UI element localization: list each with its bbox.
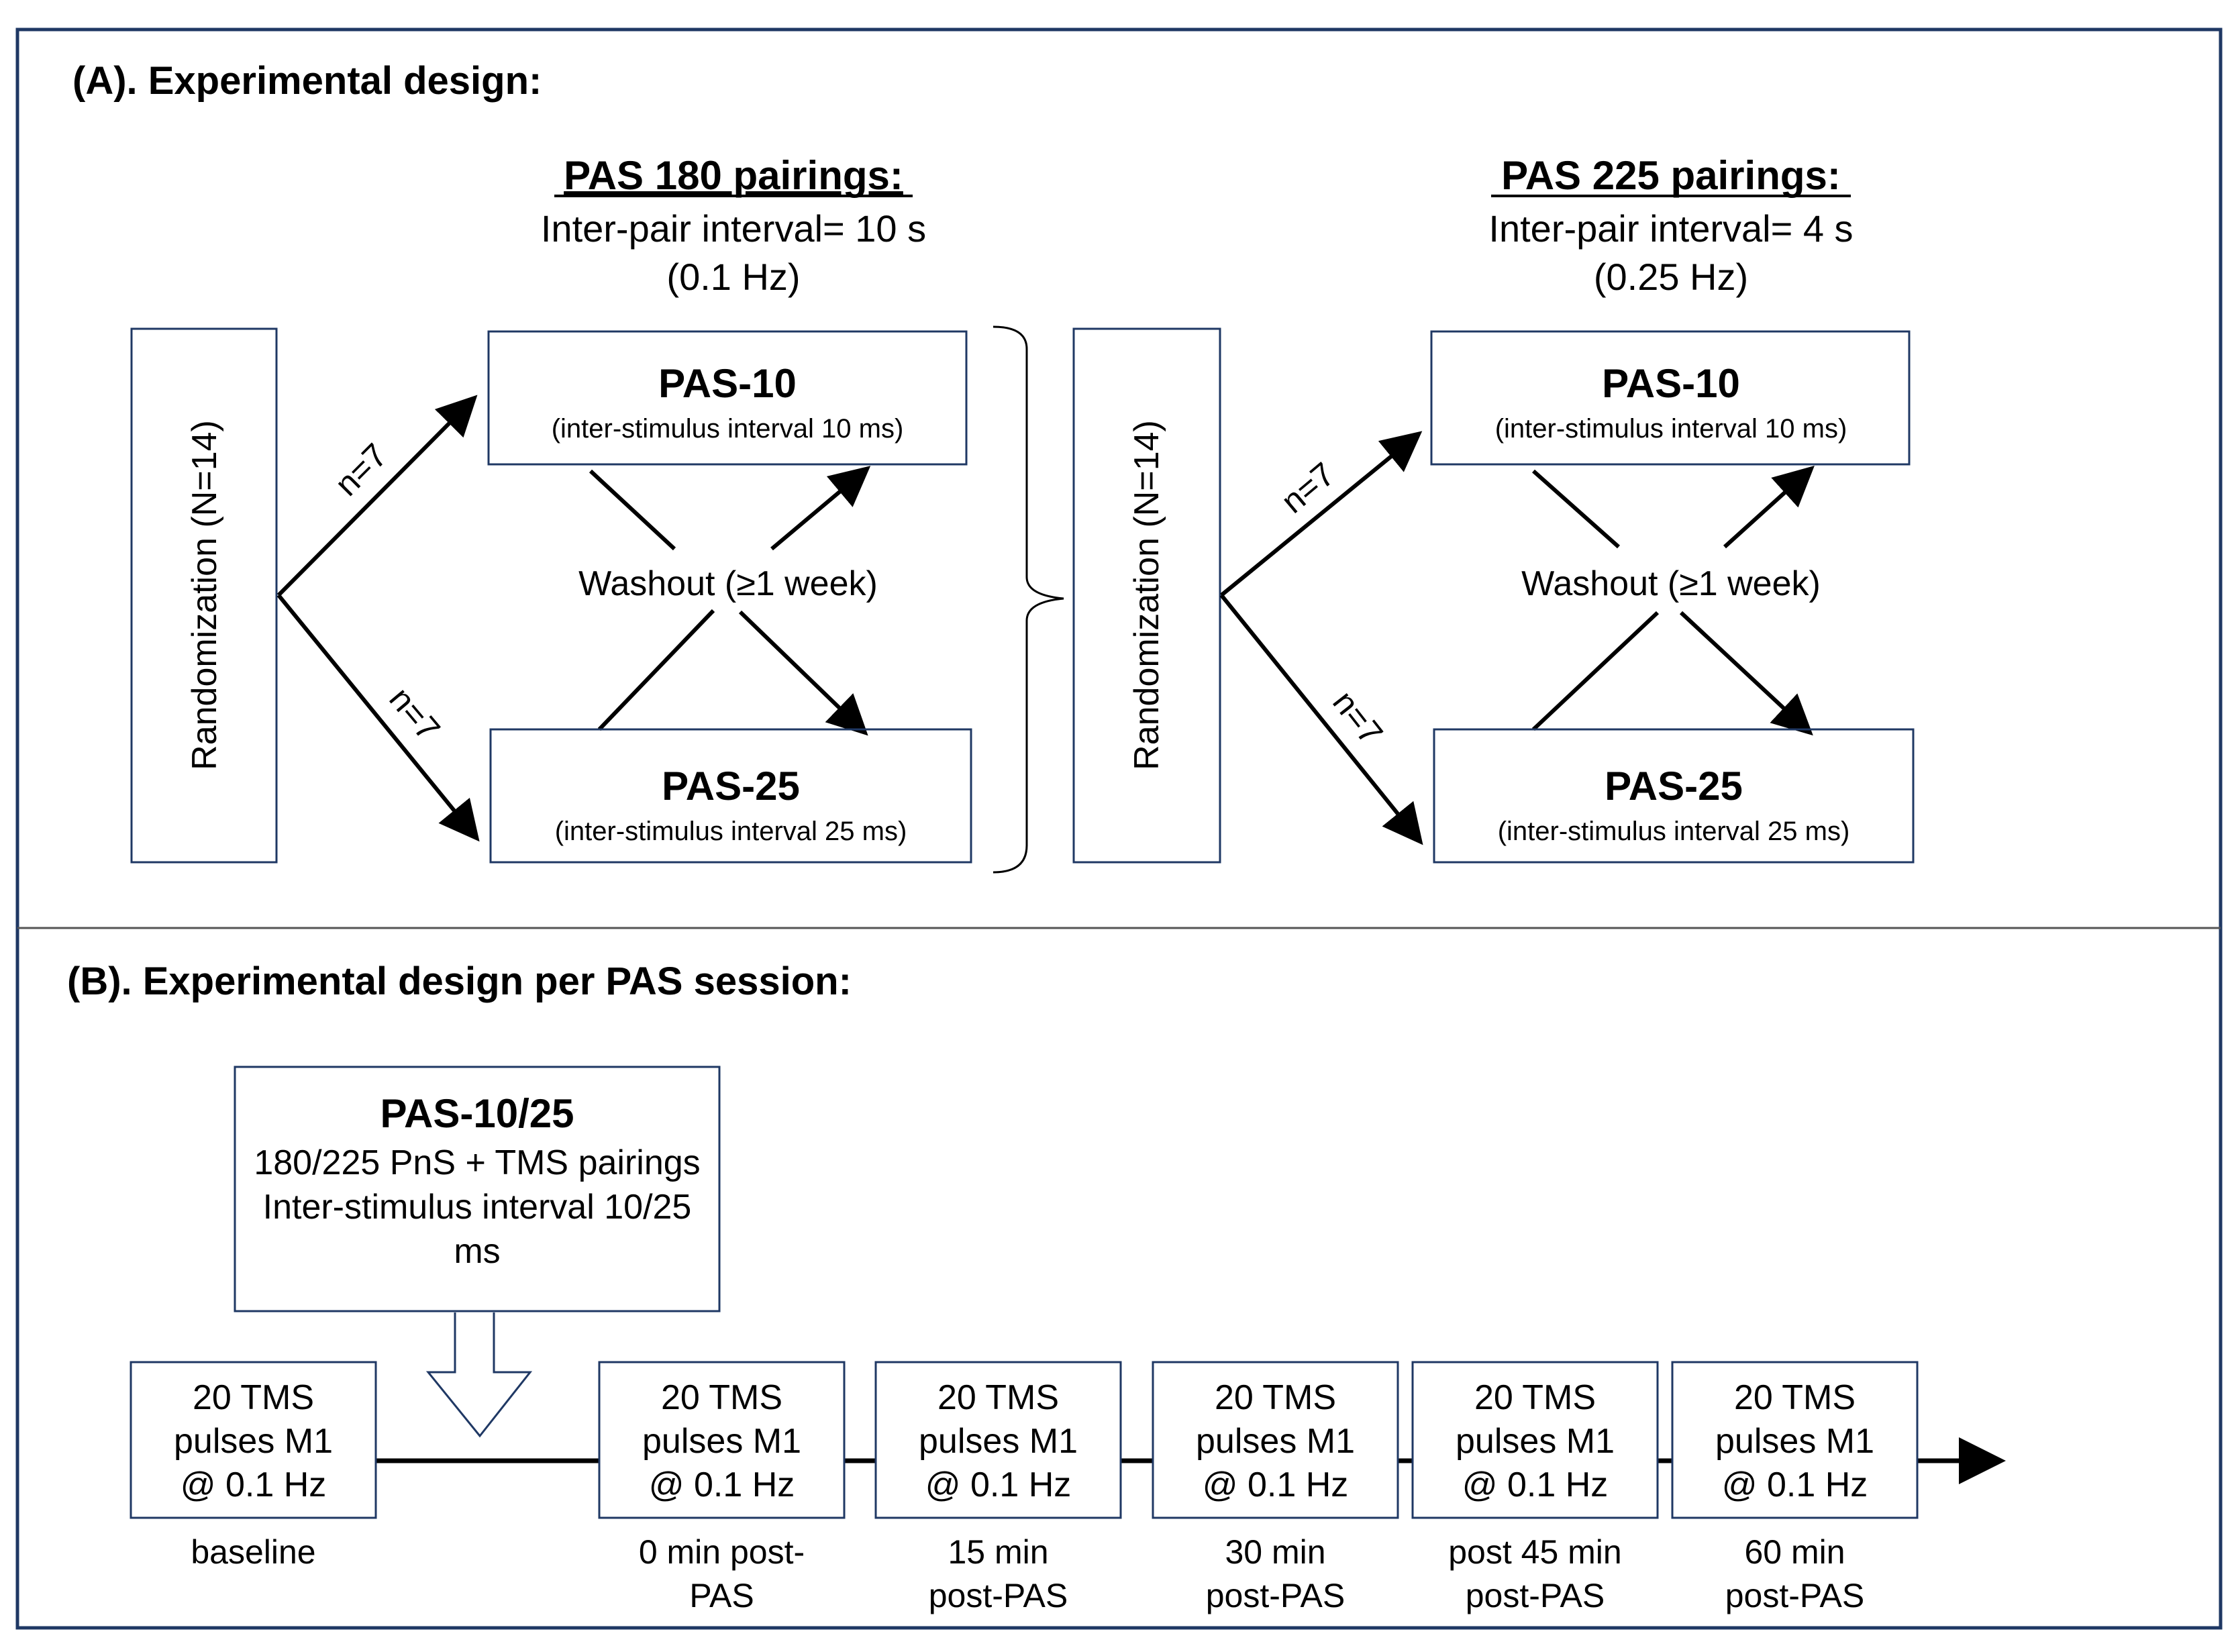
group1-pas10-title: PAS-10	[658, 361, 797, 406]
group2-pas25-subtitle: (inter-stimulus interval 25 ms)	[1498, 817, 1850, 846]
group1-interval: Inter-pair interval= 10 s	[541, 207, 926, 250]
timepoint-5: 20 TMS pulses M1 @ 0.1 Hz 60 min post-PAS	[1671, 1361, 1919, 1614]
intervention-line-1: 180/225 PnS + TMS pairings	[254, 1143, 700, 1182]
timepoint-box-line: pulses M1	[919, 1422, 1078, 1461]
timepoint-box-line: 20 TMS	[661, 1378, 782, 1417]
timepoint-box-line: @ 0.1 Hz	[649, 1465, 795, 1504]
timepoint-2: 20 TMS pulses M1 @ 0.1 Hz 15 min post-PAS	[874, 1361, 1122, 1614]
group1-arrow-to-pas10	[276, 395, 478, 597]
group1-n-top: n=7	[327, 436, 395, 503]
timepoint-4: 20 TMS pulses M1 @ 0.1 Hz post 45 min post-P…	[1411, 1361, 1659, 1614]
timepoint-label: 0 min post-	[639, 1533, 805, 1571]
group1-arrow-to-pas25	[276, 594, 480, 842]
group1-washout: Washout (≥1 week)	[578, 564, 878, 603]
timepoint-3: 20 TMS pulses M1 @ 0.1 Hz 30 min post-PAS	[1152, 1361, 1399, 1614]
timepoint-box-line: 20 TMS	[1215, 1378, 1336, 1417]
intervention-line-3: ms	[454, 1232, 500, 1271]
group2-arrow-to-pas10	[1220, 431, 1423, 597]
intervention-line-2: Inter-stimulus interval 10/25	[263, 1188, 692, 1227]
timepoint-box-line: 20 TMS	[1734, 1378, 1856, 1417]
timepoint-label: 60 min	[1744, 1533, 1845, 1571]
intervention-title: PAS-10/25	[380, 1091, 574, 1136]
intervention-box	[234, 1066, 721, 1312]
timepoint-label: post-PAS	[1725, 1577, 1865, 1614]
group1-pas25-box	[489, 728, 972, 864]
group2-interval: Inter-pair interval= 4 s	[1488, 207, 1853, 250]
timepoint-box	[874, 1361, 1122, 1519]
group2-washout: Washout (≥1 week)	[1521, 564, 1821, 603]
outer-frame	[15, 28, 2223, 1630]
measurement-timepoints: 20 TMS pulses M1 @ 0.1 Hz baseline 20 TMS pul…	[130, 1361, 1919, 1614]
group1-cross-line-b	[597, 609, 715, 731]
group2-cross-arrow-down	[1679, 611, 1813, 736]
panel-b-title: (B). Experimental design per PAS session…	[67, 960, 852, 1003]
timepoint-label: post-PAS	[929, 1577, 1068, 1614]
group2-header: PAS 225 pairings:	[1501, 153, 1841, 198]
group2-cross-line-b	[1531, 611, 1660, 731]
group1-randomization-label: Randomization (N=14)	[185, 420, 224, 770]
intervention-callout: PAS-10/25 180/225 PnS + TMS pairings Int…	[234, 1066, 721, 1438]
group1-pas10-box	[487, 330, 968, 466]
timepoint-box-line: @ 0.1 Hz	[181, 1465, 327, 1504]
timepoint-label: post-PAS	[1206, 1577, 1346, 1614]
group1-cross-line-a	[589, 469, 676, 551]
timepoint-label: 15 min	[948, 1533, 1048, 1571]
intervention-down-arrow	[425, 1312, 533, 1438]
timepoint-label: post-PAS	[1466, 1577, 1605, 1614]
group1-pas25-title: PAS-25	[662, 764, 800, 809]
timepoint-box-line: @ 0.1 Hz	[925, 1465, 1072, 1504]
timepoint-box-line: @ 0.1 Hz	[1722, 1465, 1868, 1504]
timepoint-box-line: pulses M1	[1456, 1422, 1615, 1461]
timepoint-box	[1411, 1361, 1659, 1519]
group1-cross-arrow-down	[738, 610, 868, 736]
timepoint-label: 30 min	[1225, 1533, 1325, 1571]
group2-cross-arrow-up	[1723, 465, 1815, 549]
timepoint-box-line: @ 0.1 Hz	[1203, 1465, 1349, 1504]
group2-n-bottom: n=7	[1325, 684, 1390, 752]
timepoint-box-line: 20 TMS	[193, 1378, 314, 1417]
timepoint-0: 20 TMS pulses M1 @ 0.1 Hz baseline	[130, 1361, 377, 1571]
group1-n-bottom: n=7	[382, 680, 447, 748]
group2-pas25-box	[1433, 728, 1915, 864]
group2-pas10-subtitle: (inter-stimulus interval 10 ms)	[1495, 414, 1847, 444]
group2-cross-line-a	[1532, 469, 1620, 549]
timepoint-box	[1671, 1361, 1919, 1519]
group2-frequency: (0.25 Hz)	[1594, 256, 1748, 298]
timepoint-box	[598, 1361, 846, 1519]
panel-a-title: (A). Experimental design:	[72, 59, 542, 103]
grouping-brace	[993, 325, 1064, 874]
timepoint-box-line: 20 TMS	[937, 1378, 1059, 1417]
group2-pas10-box	[1430, 330, 1911, 466]
group1-header: PAS 180 pairings:	[564, 153, 903, 198]
timepoint-1: 20 TMS pulses M1 @ 0.1 Hz 0 min post- PAS	[598, 1361, 846, 1614]
timepoint-box	[1152, 1361, 1399, 1519]
timepoint-label: baseline	[191, 1533, 315, 1571]
timepoint-box-line: pulses M1	[174, 1422, 333, 1461]
group1-cross-arrow-up	[770, 466, 871, 551]
timepoint-box-line: @ 0.1 Hz	[1462, 1465, 1609, 1504]
group1-randomization-box	[130, 327, 278, 864]
group2-arrow-to-pas25	[1219, 594, 1423, 845]
timepoint-box-line: pulses M1	[1196, 1422, 1355, 1461]
group2-randomization-box	[1072, 327, 1221, 864]
group1-frequency: (0.1 Hz)	[666, 256, 800, 298]
timepoint-box-line: pulses M1	[642, 1422, 801, 1461]
group1-pas25-subtitle: (inter-stimulus interval 25 ms)	[555, 817, 907, 846]
group2-pas25-title: PAS-25	[1605, 764, 1743, 809]
timepoint-box-line: pulses M1	[1715, 1422, 1874, 1461]
timepoint-box	[130, 1361, 377, 1519]
group2-n-top: n=7	[1274, 455, 1342, 520]
group1-pas10-subtitle: (inter-stimulus interval 10 ms)	[552, 414, 904, 444]
group2-pas10-title: PAS-10	[1602, 361, 1740, 406]
group2-randomization-label: Randomization (N=14)	[1127, 420, 1166, 770]
timepoint-label: post 45 min	[1448, 1533, 1621, 1571]
timepoint-label: PAS	[689, 1577, 754, 1614]
timepoint-box-line: 20 TMS	[1474, 1378, 1596, 1417]
